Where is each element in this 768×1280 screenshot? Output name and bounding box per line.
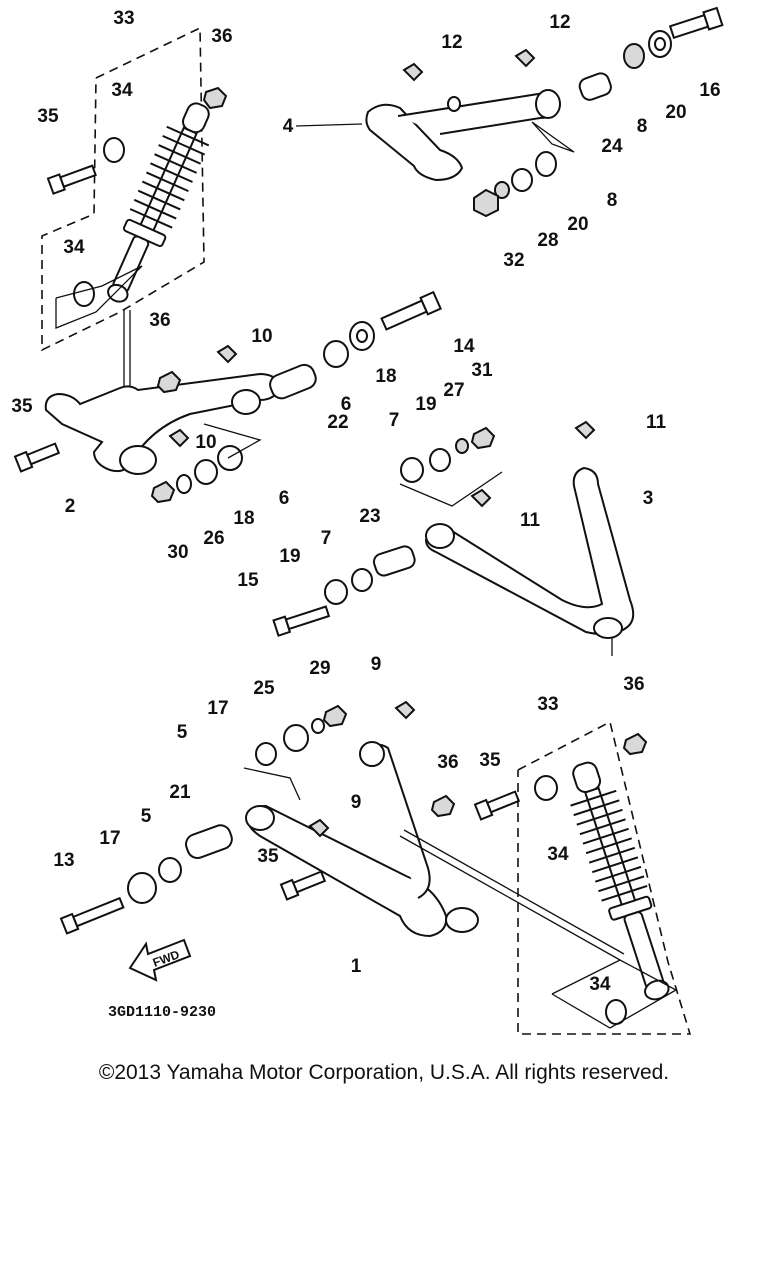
- part-callout-10b: 10: [195, 432, 216, 453]
- part-callout-5a: 5: [177, 722, 188, 743]
- part-callout-12b: 12: [549, 12, 570, 33]
- part-callout-35c: 35: [479, 750, 501, 771]
- part-callout-36a: 36: [211, 26, 232, 47]
- part-callout-8a: 8: [637, 116, 648, 137]
- part-callout-21: 21: [169, 782, 191, 803]
- part-callout-8b: 8: [607, 190, 618, 211]
- part-callout-12a: 12: [441, 32, 462, 53]
- part-callout-5b: 5: [141, 806, 152, 827]
- part-callout-34d: 34: [589, 974, 611, 995]
- part-callout-22: 22: [327, 412, 348, 433]
- part-callout-33b: 33: [537, 694, 558, 715]
- part-callout-20a: 20: [665, 102, 686, 123]
- part-callout-7b: 7: [321, 528, 332, 549]
- part-callout-13: 13: [53, 850, 74, 871]
- part-callout-35d: 35: [257, 846, 279, 867]
- part-callout-29: 29: [309, 658, 330, 679]
- part-callout-7a: 7: [389, 410, 400, 431]
- part-callout-24: 24: [601, 136, 623, 157]
- part-callout-9b: 9: [351, 792, 362, 813]
- part-callout-16: 16: [699, 80, 720, 101]
- part-callout-36b: 36: [149, 310, 170, 331]
- part-callout-28: 28: [537, 230, 558, 251]
- part-callout-36d: 36: [437, 752, 458, 773]
- shock-absorber-front-left: [41, 26, 228, 398]
- part-callout-17b: 17: [99, 828, 120, 849]
- part-callout-31: 31: [471, 360, 493, 381]
- part-callout-32: 32: [503, 250, 524, 271]
- part-callout-17a: 17: [207, 698, 228, 719]
- part-callout-6b: 6: [279, 488, 290, 509]
- forward-direction-arrow: FWD: [128, 938, 192, 982]
- lower-arm-bottom: [59, 700, 625, 961]
- part-callout-35a: 35: [37, 106, 59, 127]
- part-callout-34c: 34: [547, 844, 569, 865]
- part-callout-19b: 19: [279, 546, 300, 567]
- part-callout-34a: 34: [111, 80, 133, 101]
- shock-absorber-rear-right: [517, 720, 692, 1035]
- part-callout-27: 27: [443, 380, 464, 401]
- part-callout-4: 4: [283, 116, 294, 137]
- part-callout-30: 30: [167, 542, 188, 563]
- part-callout-23: 23: [359, 506, 380, 527]
- part-callout-11a: 11: [646, 412, 667, 433]
- exploded-parts-diagram: FWD 3GD1110-9230 33363435341212164820248…: [11, 6, 724, 1035]
- part-callout-3: 3: [643, 488, 654, 509]
- part-callout-2: 2: [65, 496, 76, 517]
- part-callout-6a: 6: [341, 394, 352, 415]
- part-callout-18b: 18: [233, 508, 254, 529]
- part-callout-33a: 33: [113, 8, 134, 29]
- upper-arm-right: [295, 6, 724, 218]
- part-callout-20b: 20: [567, 214, 588, 235]
- part-callout-19a: 19: [415, 394, 436, 415]
- part-callout-26: 26: [203, 528, 224, 549]
- part-callout-36c: 36: [623, 674, 644, 695]
- lower-arm-left: [13, 290, 442, 504]
- copyright-notice: ©2013 Yamaha Motor Corporation, U.S.A. A…: [98, 1061, 670, 1084]
- part-callout-18a: 18: [375, 366, 396, 387]
- upper-arm-lower-right: [272, 420, 635, 656]
- part-callout-9a: 9: [371, 654, 382, 675]
- part-callout-14: 14: [453, 336, 475, 357]
- part-callout-35b: 35: [11, 396, 33, 417]
- part-callout-11b: 11: [520, 510, 541, 531]
- part-callout-34b: 34: [63, 237, 85, 258]
- part-callout-1: 1: [351, 956, 362, 977]
- part-callout-10a: 10: [251, 326, 272, 347]
- part-callout-25: 25: [253, 678, 275, 699]
- part-callout-15: 15: [237, 570, 259, 591]
- diagram-code: 3GD1110-9230: [108, 1004, 216, 1021]
